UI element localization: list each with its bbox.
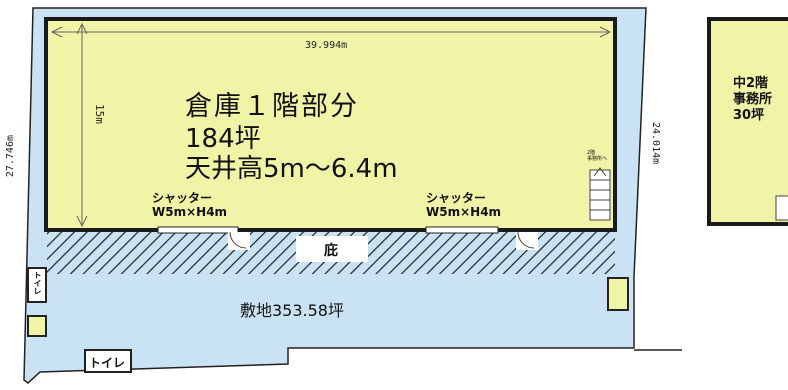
left-dimension: 27.746m: [5, 135, 16, 178]
warehouse-area: 184坪: [185, 124, 261, 154]
office-name: 事務所: [733, 92, 773, 107]
shutter-opening-right: [425, 226, 499, 234]
shutter-left-label: シャッター: [152, 191, 213, 205]
width-dimension-line: [50, 26, 612, 38]
shutter-right-label: シャッター: [426, 191, 487, 205]
fixture-left: [27, 315, 47, 337]
office-stairs: [775, 195, 788, 221]
toilet-left-box: [27, 267, 47, 303]
depth-dimension: 15m: [93, 104, 106, 124]
mezzanine-office: [707, 17, 788, 226]
warehouse-title: 倉庫１階部分: [185, 91, 359, 122]
office-area: 30坪: [733, 108, 765, 123]
canopy-label-box: [296, 236, 368, 262]
depth-dimension-line: [76, 22, 88, 228]
width-dimension: 39.994m: [305, 40, 348, 51]
shutter-right-size: W5m×H4m: [426, 205, 502, 219]
shutter-opening-left: [157, 226, 239, 234]
right-dimension: 24.014m: [650, 122, 661, 165]
site-area-label: 敷地353.58坪: [240, 301, 344, 320]
fixture-right: [607, 277, 629, 311]
door-right: [516, 231, 538, 250]
stairs-icon: [589, 167, 611, 221]
toilet-bottom-box: [84, 349, 132, 373]
stairs-label: 2階 事務所へ: [587, 150, 608, 162]
toilet-bottom-label: トイレ: [89, 356, 126, 370]
shutter-left-size: W5m×H4m: [152, 205, 228, 219]
office-floor: 中2階: [733, 76, 769, 91]
warehouse-building: [44, 17, 617, 232]
door-left: [228, 231, 250, 250]
toilet-left-label: トイレ: [33, 271, 42, 295]
ceiling-height: 天井高5m～6.4m: [185, 154, 398, 184]
canopy-label: 庇: [324, 243, 338, 259]
